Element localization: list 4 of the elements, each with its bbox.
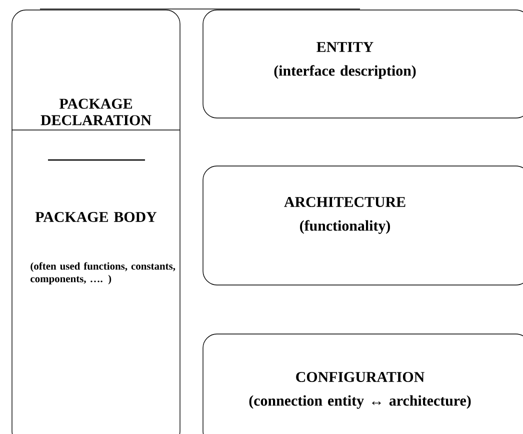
unit-box: CONFIGURATION (connection entity ↔ architecture)	[202, 334, 523, 434]
unit-box: ENTITY (interface description)	[202, 10, 523, 118]
unit-box: ARCHITECTURE (functionality)	[202, 166, 523, 286]
package-box: PACKAGE DECLARATION PACKAGE BODY (often used functions, constants, components, …. )	[12, 10, 180, 434]
